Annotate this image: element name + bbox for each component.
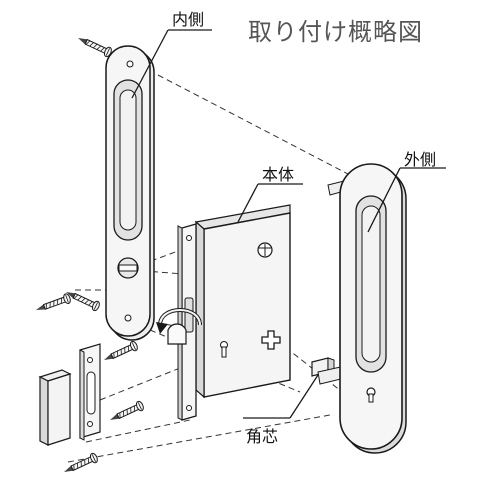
keyhole-icon [220,341,228,358]
label-inner-side: 内側 [172,10,205,29]
leader-lines [131,29,446,419]
page-title: 取り付け概略図 [248,18,423,46]
label-outer-side: 外側 [404,150,437,169]
lock-body [156,204,291,421]
screw-icon [75,32,114,59]
label-lock-body: 本体 [262,165,295,184]
screw-icon [33,292,73,316]
outer-plate [317,163,407,454]
cross-hole-icon [261,330,281,350]
label-spindle: 角芯 [246,427,279,446]
inner-plate [105,45,155,341]
screw-icon [101,339,140,366]
screw-icon [107,399,146,426]
strike-box [38,369,72,446]
screw-icon [61,451,100,478]
strike-plate [79,343,101,441]
